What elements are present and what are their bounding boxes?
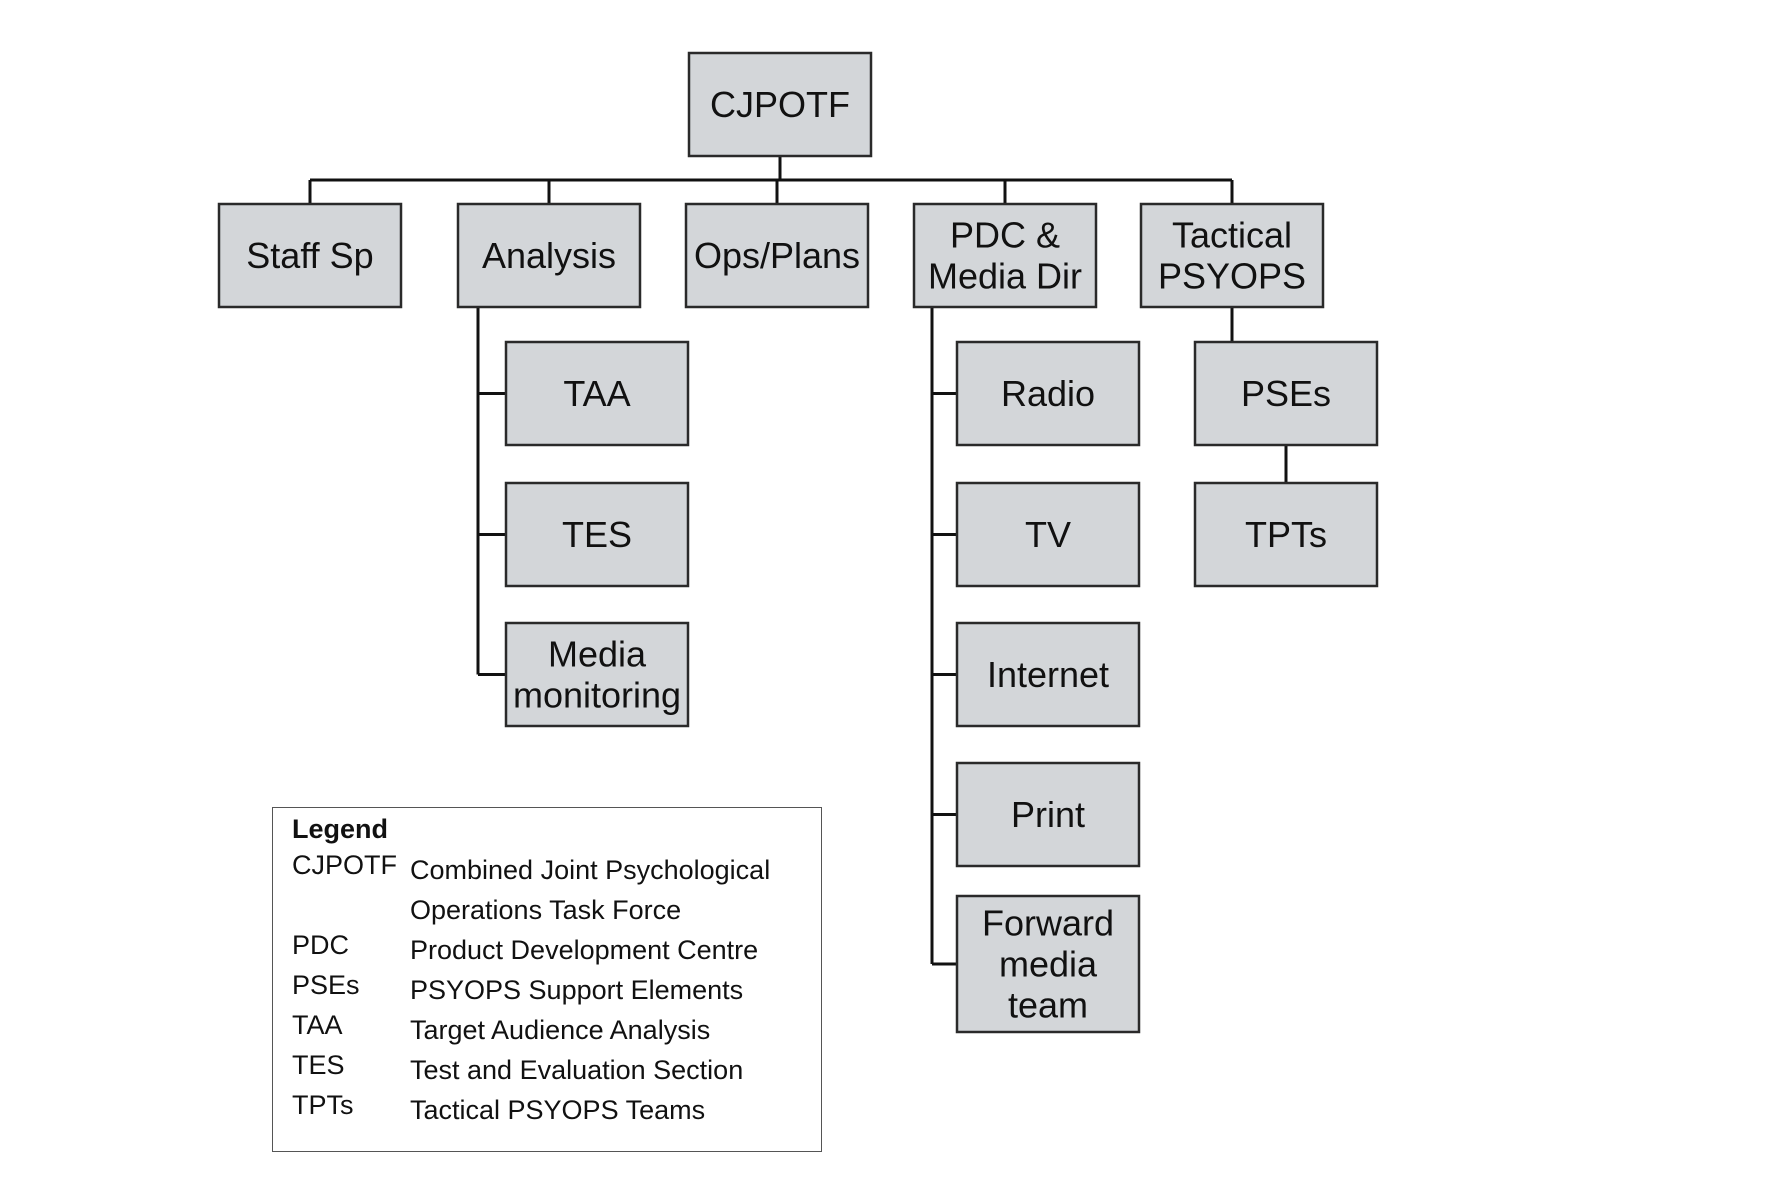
connector-lines <box>308 156 1288 966</box>
legend-definition: Product Development Centre <box>410 935 759 965</box>
legend-entry-tes: TES Test and Evaluation Section <box>292 1050 812 1090</box>
node-radio: Radio <box>955 340 1141 447</box>
legend-entry-cjpotf: CJPOTF Combined Joint Psychological Oper… <box>292 850 812 930</box>
node-box <box>955 894 1141 1034</box>
node-box <box>955 481 1141 588</box>
legend-definition: PSYOPS Support Elements <box>410 975 744 1005</box>
node-label: TES <box>562 514 632 555</box>
node-tv: TV <box>955 481 1141 588</box>
node-tpts: TPTs <box>1193 481 1379 588</box>
node-box <box>955 340 1141 447</box>
node-label: Media Dir <box>928 256 1082 297</box>
node-label: Ops/Plans <box>694 235 860 276</box>
node-box <box>912 202 1098 309</box>
node-box <box>955 761 1141 868</box>
legend-abbr: TPTs <box>292 1090 354 1120</box>
node-label: team <box>1008 985 1088 1026</box>
node-print: Print <box>955 761 1141 868</box>
node-label: TPTs <box>1245 514 1327 555</box>
node-label: CJPOTF <box>710 84 850 125</box>
node-label: Tactical <box>1172 215 1292 256</box>
node-box <box>217 202 403 309</box>
node-analysis: Analysis <box>456 202 642 309</box>
legend-definition: Combined Joint Psychological Operations … <box>410 855 771 925</box>
legend-definition: Test and Evaluation Section <box>410 1055 744 1085</box>
node-label: Print <box>1011 794 1085 835</box>
node-label: media <box>999 944 1098 985</box>
node-label: Internet <box>987 654 1109 695</box>
node-label: Forward <box>982 903 1114 944</box>
node-label: TAA <box>563 373 630 414</box>
node-taa: TAA <box>504 340 690 447</box>
node-box <box>456 202 642 309</box>
legend-abbr: PDC <box>292 930 350 960</box>
legend-entry-pses: PSEs PSYOPS Support Elements <box>292 970 812 1010</box>
node-ops: Ops/Plans <box>684 202 870 309</box>
node-label: PDC & <box>950 215 1060 256</box>
node-label: Analysis <box>482 235 616 276</box>
node-box <box>955 621 1141 728</box>
node-label: monitoring <box>513 675 681 716</box>
node-box <box>504 340 690 447</box>
legend-entry-pdc: PDC Product Development Centre <box>292 930 812 970</box>
legend-definition: Tactical PSYOPS Teams <box>410 1095 706 1125</box>
legend-abbr: TAA <box>292 1010 343 1040</box>
node-staff: Staff Sp <box>217 202 403 309</box>
node-root: CJPOTF <box>687 51 873 158</box>
node-internet: Internet <box>955 621 1141 728</box>
node-label: Staff Sp <box>246 235 373 276</box>
node-box <box>1139 202 1325 309</box>
node-label: PSYOPS <box>1158 256 1306 297</box>
legend-abbr: CJPOTF <box>292 850 397 880</box>
node-label: PSEs <box>1241 373 1331 414</box>
legend-box: Legend CJPOTF Combined Joint Psychologic… <box>272 807 822 1152</box>
legend-entry-taa: TAA Target Audience Analysis <box>292 1010 812 1050</box>
node-label: Radio <box>1001 373 1095 414</box>
node-box <box>684 202 870 309</box>
legend-title: Legend <box>292 814 389 844</box>
legend-abbr: PSEs <box>292 970 360 1000</box>
node-pdc: PDC &Media Dir <box>912 202 1098 309</box>
legend-abbr: TES <box>292 1050 345 1080</box>
node-box <box>504 481 690 588</box>
node-label: Media <box>548 634 647 675</box>
legend-definition: Target Audience Analysis <box>410 1015 711 1045</box>
node-tes: TES <box>504 481 690 588</box>
node-box <box>1193 481 1379 588</box>
node-box <box>1193 340 1379 447</box>
node-box <box>504 621 690 728</box>
node-box <box>687 51 873 158</box>
node-label: TV <box>1025 514 1071 555</box>
node-pses: PSEs <box>1193 340 1379 447</box>
legend-entry-tpts: TPTs Tactical PSYOPS Teams <box>292 1090 812 1130</box>
